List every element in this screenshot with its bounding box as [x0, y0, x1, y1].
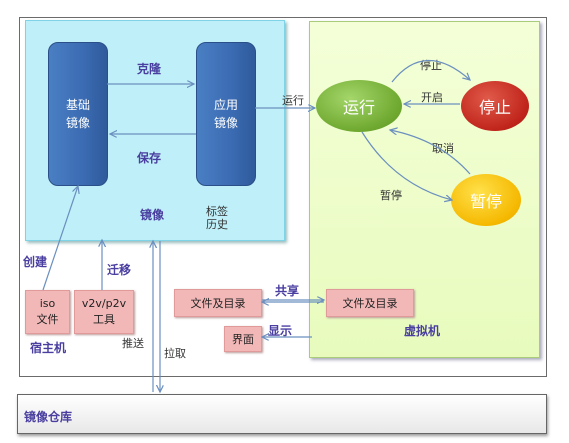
app-image-node: 应用 镜像 [196, 42, 256, 186]
app-image-label: 应用 镜像 [213, 98, 238, 130]
iso-file-node: iso 文件 [25, 290, 70, 334]
pull-edge-label: 拉取 [164, 347, 186, 360]
paused-state-label: 暂停 [469, 192, 502, 211]
image-registry-bar [17, 394, 547, 434]
paused-state: 暂停 [451, 174, 521, 226]
host-files-label: 文件及目录 [190, 297, 246, 310]
running-state-label: 运行 [342, 98, 375, 117]
ui-node: 界面 [224, 326, 262, 352]
save-label: 保存 [137, 151, 162, 165]
share-edge-label: 共享 [275, 284, 300, 298]
v2v-p2v-tools-node: v2v/p2v 工具 [74, 290, 134, 334]
vm-files-label: 文件及目录 [342, 297, 398, 310]
base-image-node: 基础 镜像 [48, 42, 108, 186]
pause-transition-label: 暂停 [380, 189, 402, 202]
start-transition-label: 开启 [421, 91, 443, 104]
host-title: 宿主机 [30, 341, 67, 355]
clone-label: 克隆 [137, 62, 162, 76]
cancel-transition-label: 取消 [432, 142, 454, 155]
base-image-label: 基础 镜像 [65, 98, 90, 130]
v2v-p2v-tools-label: v2v/p2v 工具 [81, 297, 127, 326]
tag-history-label: 标签 历史 [206, 205, 228, 231]
push-edge-label: 推送 [122, 337, 144, 350]
stop-transition-label: 停止 [420, 59, 442, 72]
stopped-state-label: 停止 [478, 98, 511, 117]
image-panel-title: 镜像 [140, 208, 165, 222]
iso-file-label: iso 文件 [36, 297, 59, 326]
running-state: 运行 [316, 80, 402, 132]
migrate-edge-label: 迁移 [107, 263, 132, 277]
display-edge-label: 显示 [268, 324, 293, 338]
create-edge-label: 创建 [23, 255, 48, 269]
stopped-state: 停止 [461, 81, 529, 131]
image-registry-title: 镜像仓库 [24, 410, 73, 424]
ui-label: 界面 [232, 333, 254, 346]
vm-files-node: 文件及目录 [326, 289, 414, 317]
vm-panel-title: 虚拟机 [404, 324, 441, 338]
run-edge-label: 运行 [282, 94, 304, 107]
host-files-node: 文件及目录 [174, 289, 262, 317]
